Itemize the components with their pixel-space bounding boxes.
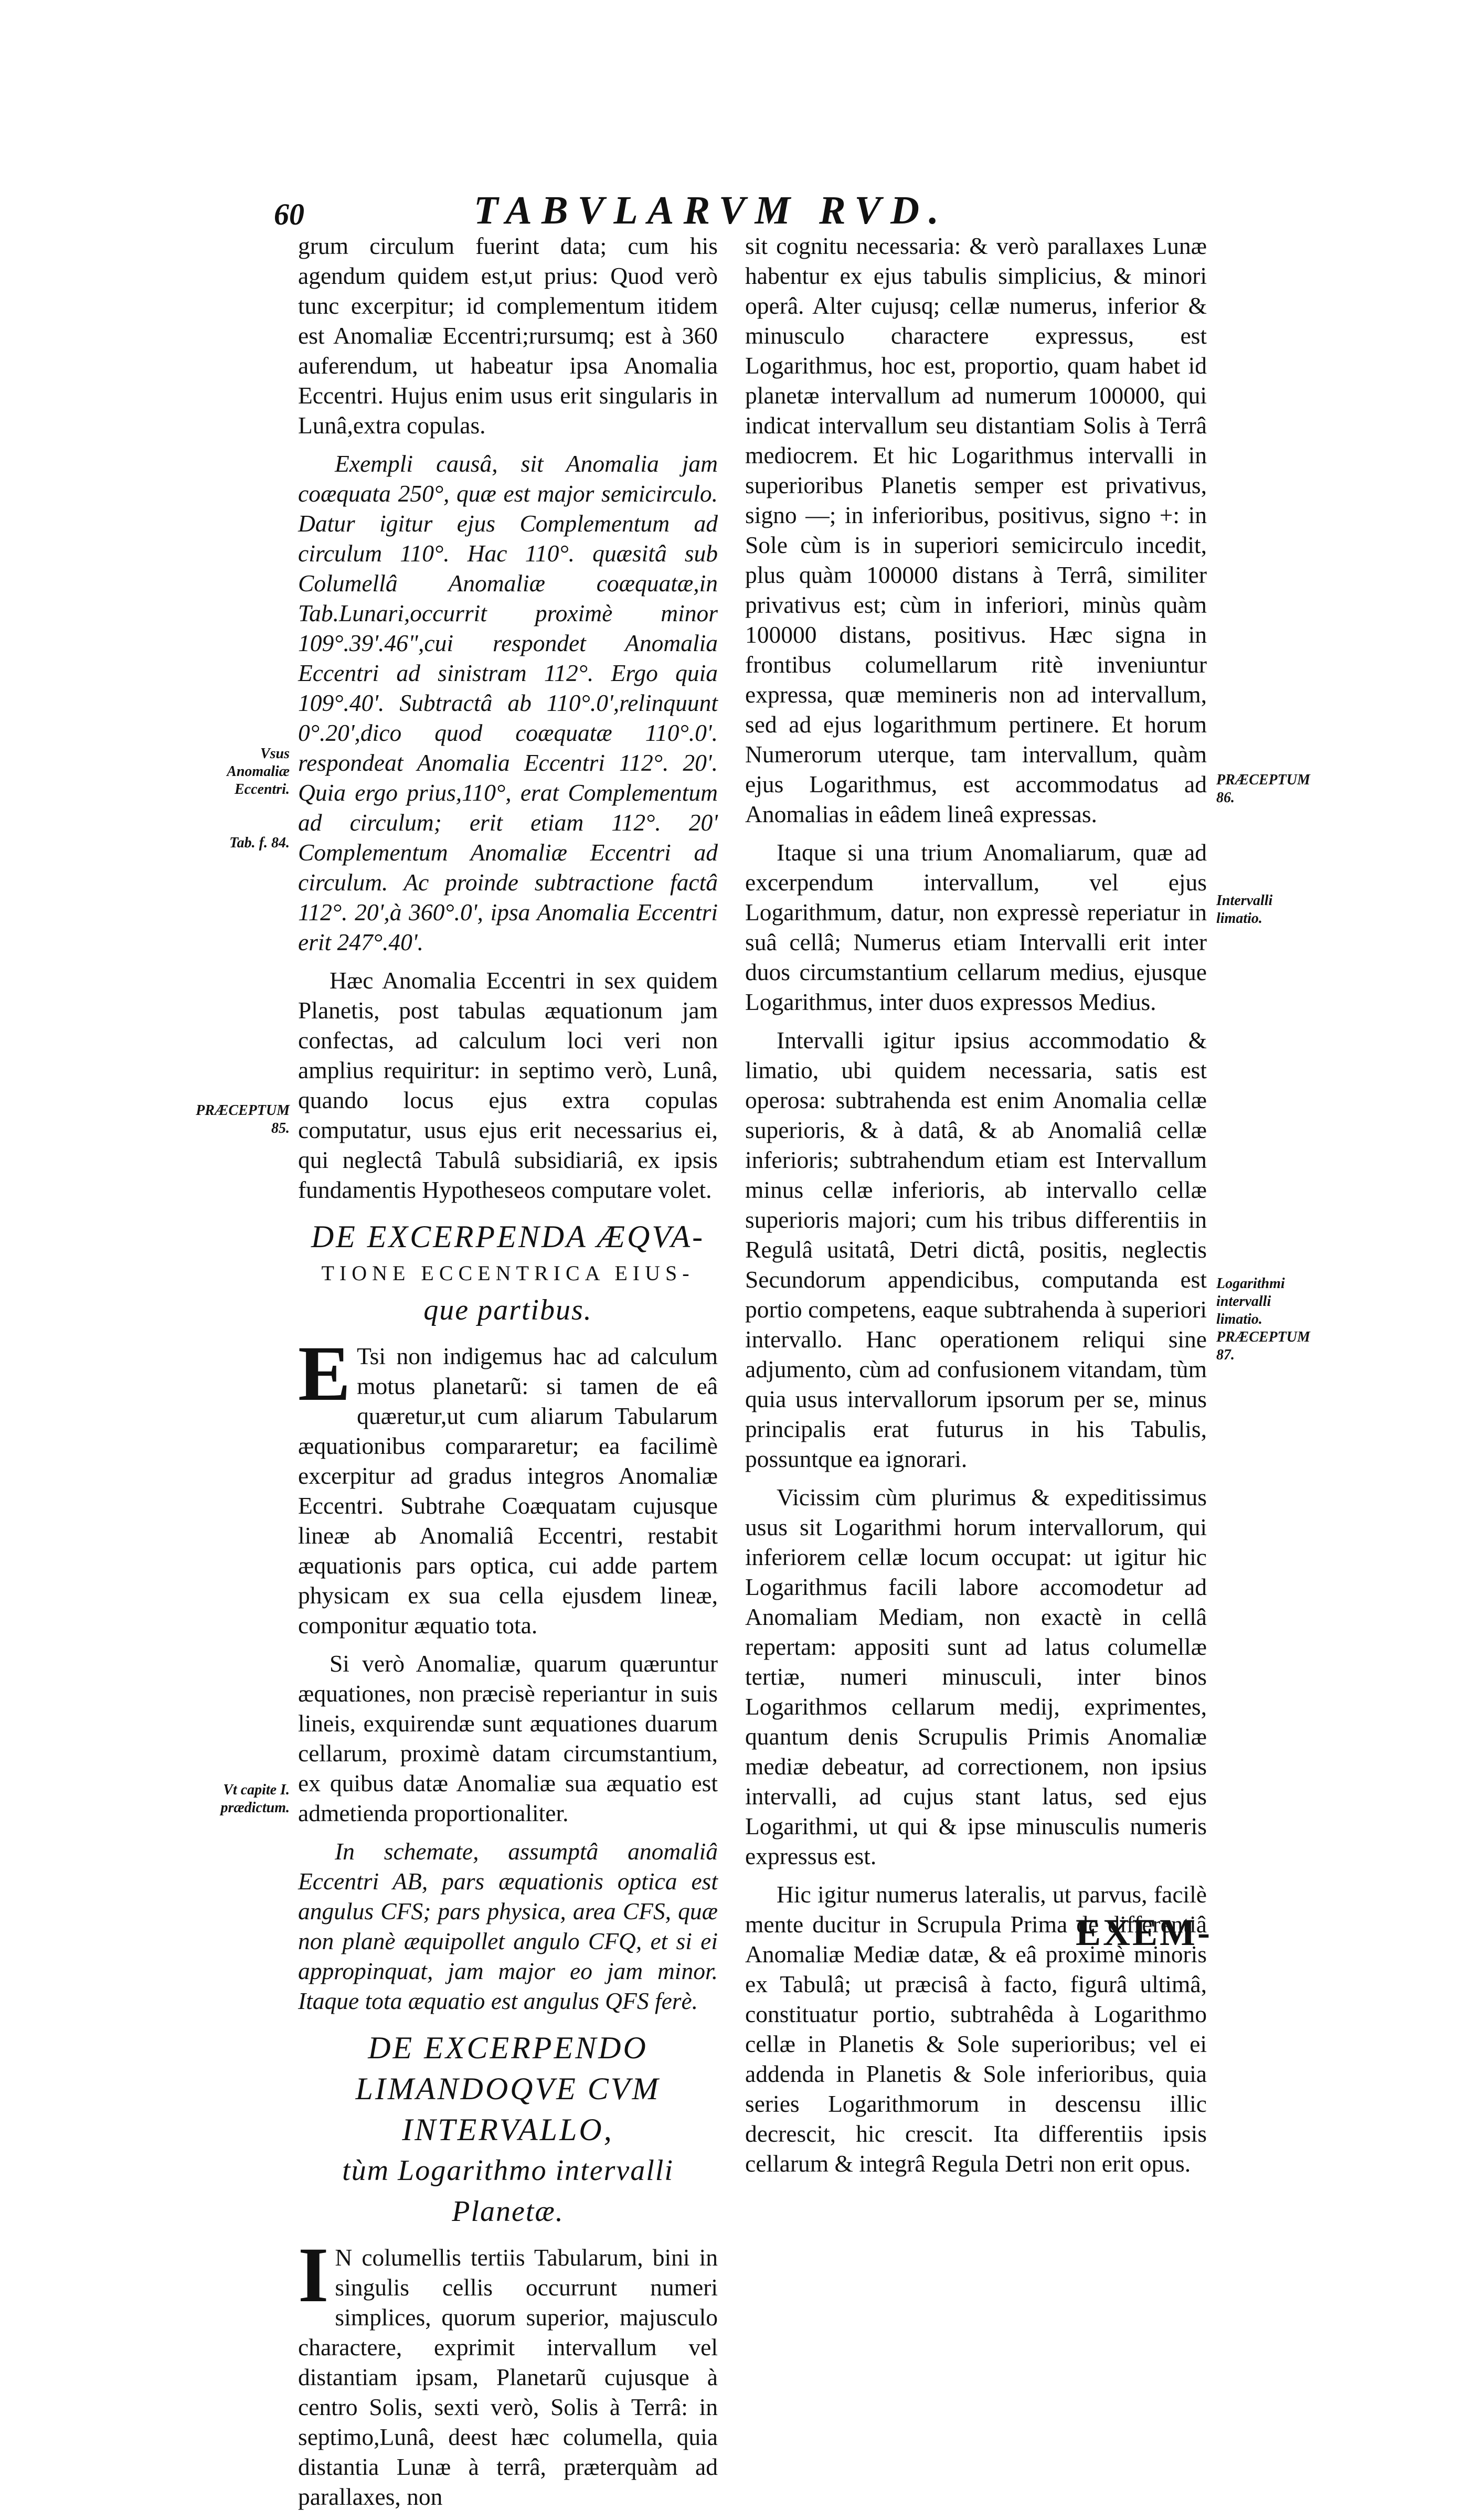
heading-end: que partibus. [423,1294,592,1326]
margin-note-intervalli-limatio: Intervalli limatio. [1216,892,1273,927]
right-paragraph-2: Itaque si una trium Anomaliarum, quæ ad … [745,839,1207,1015]
margin-note-ut-capite: Vt capite I. prædictum. [220,1782,290,1816]
right-paragraph-3: Intervalli igitur ipsius accommodatio & … [745,1027,1207,1472]
heading2-main: DE EXCERPENDO LIMANDOQVE CVM INTERVALLO, [355,2030,661,2147]
left-column: grum circulum fuerint data; cum his agen… [298,231,718,2520]
heading2-sub: tùm Logarithmo intervalli Planetæ. [342,2154,674,2228]
right-paragraph-4: Vicissim cùm plurimus & expeditissimus u… [745,1484,1207,1869]
drop-cap-e: E [298,1330,351,1417]
left-paragraph-5: Si verò Anomaliæ, quarum quæruntur æquat… [298,1650,718,1826]
heading-main: DE EXCERPENDA ÆQVA- [311,1219,705,1254]
drop-cap-i: I [298,2231,329,2319]
left-example-paragraph: Exempli causâ, sit Anomalia jam coæquata… [298,450,718,955]
left-paragraph-3: Hæc Anomalia Eccentri in sex quidem Plan… [298,967,718,1203]
section-heading-aequatio: DE EXCERPENDA ÆQVA- TIONE ECCENTRICA EIU… [298,1216,718,1331]
margin-note-praeceptum-85: PRÆCEPTUM 85. [196,1102,290,1136]
page-number: 60 [274,197,304,231]
running-head: TABVLARVM RVD. [474,188,948,232]
left-schema-paragraph: In schemate, assumptâ anomaliâ Eccentri … [298,1838,718,2014]
book-page: 60 TABVLARVM RVD. grum circulum fuerint … [196,188,1310,2510]
right-paragraph-1: sit cognitu necessaria: & verò parallaxe… [745,232,1207,827]
section-heading-intervallum: DE EXCERPENDO LIMANDOQVE CVM INTERVALLO,… [298,2027,718,2232]
margin-note-usus-anomaliae: Vsus Anomaliæ Eccentri. [227,746,290,798]
left-paragraph-1: grum circulum fuerint data; cum his agen… [298,232,718,439]
left-paragraph-7-text: N columellis tertiis Tabularum, bini in … [298,2244,718,2510]
catchword: EXEM- [1076,1911,1212,1953]
heading-sub: TIONE ECCENTRICA EIUS- [321,1261,695,1285]
margin-note-tab-ref: Tab. f. 84. [229,835,290,851]
right-paragraph-5: Hic igitur numerus lateralis, ut parvus,… [745,1881,1207,2177]
margin-note-logarithmi-limatio: Logarithmi intervalli limatio. PRÆCEPTUM… [1216,1275,1310,1363]
margin-note-praeceptum-86: PRÆCEPTUM 86. [1216,772,1310,806]
left-paragraph-4-text: Tsi non indigemus hac ad calculum motus … [298,1343,718,1639]
right-column: sit cognitu necessaria: & verò parallaxe… [745,231,1207,2187]
